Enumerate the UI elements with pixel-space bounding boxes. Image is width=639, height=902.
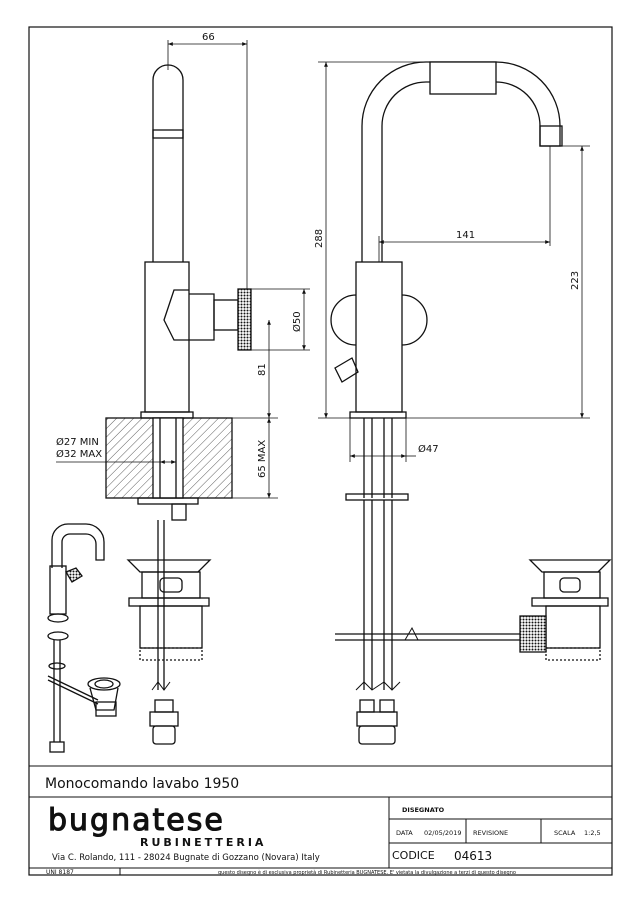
dim-66: 66 bbox=[202, 32, 215, 43]
brand-subtitle: RUBINETTERIA bbox=[140, 836, 266, 849]
product-name: Monocomando lavabo 1950 bbox=[45, 776, 239, 792]
dimension-lines bbox=[56, 40, 590, 499]
knurled-knob bbox=[237, 288, 252, 351]
front-spout-ring bbox=[152, 129, 184, 139]
side-waste-pipe bbox=[545, 605, 601, 649]
front-waste-nut bbox=[128, 597, 210, 607]
side-aerator bbox=[539, 125, 563, 147]
front-stud bbox=[171, 503, 187, 521]
revision-label: REVISIONE bbox=[473, 829, 508, 837]
side-waste-knob bbox=[519, 615, 547, 653]
dimension-labels: 66 288 141 223 Ø50 81 65 MAX Ø27 MIN Ø32… bbox=[56, 32, 581, 478]
side-knob-right bbox=[401, 294, 428, 346]
front-lock-nut bbox=[137, 497, 199, 505]
code-label: CODICE bbox=[392, 849, 435, 862]
front-waste-body bbox=[141, 571, 201, 599]
side-base-flange bbox=[349, 411, 407, 419]
dim-diameter-50: Ø50 bbox=[291, 311, 303, 332]
front-body bbox=[144, 261, 190, 413]
front-lever-cap bbox=[213, 299, 239, 331]
side-waste-nut bbox=[531, 597, 609, 607]
side-knob-left bbox=[330, 294, 357, 346]
code-value: 04613 bbox=[454, 849, 492, 863]
disclaimer: questo disegno è di esclusiva proprietà … bbox=[218, 869, 516, 876]
side-waste-body bbox=[543, 571, 601, 599]
side-waste-cap bbox=[528, 559, 612, 573]
dim-hole-max: Ø32 MAX bbox=[56, 448, 102, 460]
front-base-flange bbox=[140, 411, 194, 419]
side-waste-thread bbox=[545, 647, 601, 661]
front-waste-thread bbox=[139, 647, 203, 661]
isometric-sketch bbox=[47, 523, 121, 753]
dim-81: 81 bbox=[257, 363, 268, 376]
side-lever-stub bbox=[334, 357, 359, 383]
front-waste-pipe bbox=[139, 605, 203, 649]
front-hose-connector bbox=[154, 699, 174, 713]
date-value: 02/05/2019 bbox=[424, 829, 461, 837]
company-address: Via C. Rolando, 111 - 28024 Bugnate di G… bbox=[52, 853, 320, 863]
front-view bbox=[105, 64, 252, 745]
side-spout-joint bbox=[429, 61, 497, 95]
dim-hole-min: Ø27 MIN bbox=[56, 436, 99, 448]
standard-ref: UNI 8187 bbox=[46, 869, 74, 876]
dim-65-max: 65 MAX bbox=[257, 440, 268, 478]
side-waste-slot bbox=[559, 577, 581, 593]
sheet-border bbox=[28, 26, 613, 876]
date-label: DATA bbox=[396, 829, 413, 837]
deck-hole bbox=[152, 417, 184, 499]
scale-label: SCALA bbox=[554, 829, 576, 837]
designed-label: DISEGNATO bbox=[402, 806, 445, 814]
dim-141: 141 bbox=[456, 230, 475, 241]
dim-diameter-47: Ø47 bbox=[418, 443, 439, 455]
side-hose-nut bbox=[358, 725, 396, 745]
dim-288: 288 bbox=[314, 229, 325, 248]
front-lever-neck bbox=[189, 293, 215, 341]
front-hose-fitting bbox=[149, 711, 179, 727]
side-spout bbox=[361, 61, 561, 262]
side-lock-nut bbox=[345, 493, 409, 501]
side-view bbox=[330, 61, 612, 745]
title-block bbox=[29, 765, 612, 875]
dim-223: 223 bbox=[570, 271, 581, 290]
front-spout bbox=[152, 64, 184, 262]
side-body bbox=[355, 261, 403, 413]
front-hose-nut bbox=[152, 725, 176, 745]
side-hose-fitting bbox=[356, 711, 398, 727]
title-block-text: Monocomando lavabo 1950 bugnatese RUBINE… bbox=[45, 776, 601, 876]
sketch-spout bbox=[51, 523, 105, 568]
front-tee bbox=[163, 289, 189, 341]
brand-logo: bugnatese bbox=[48, 803, 225, 838]
front-waste-cap bbox=[126, 559, 212, 573]
front-waste-slot bbox=[159, 577, 183, 593]
scale-value: 1:2,5 bbox=[584, 829, 601, 837]
